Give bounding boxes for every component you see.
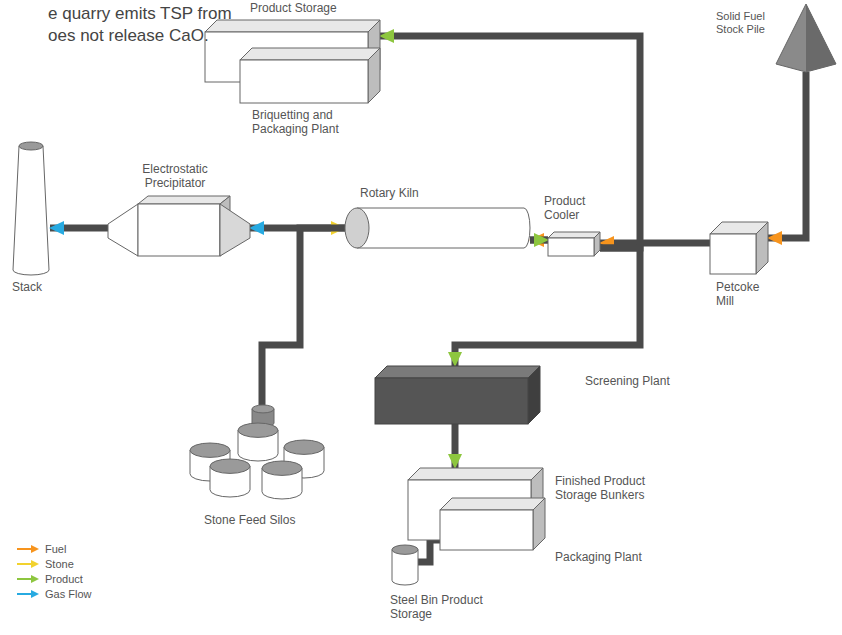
node-label: Product Cooler [544, 194, 604, 222]
legend-swatch [16, 574, 40, 584]
node-label: Rotary Kiln [360, 186, 460, 200]
node-label: Stone Feed Silos [204, 513, 334, 527]
steel-bin-shape [392, 545, 418, 585]
legend-text: Fuel [45, 543, 66, 555]
node-label: Electrostatic Precipitator [130, 162, 220, 190]
rotary-kiln-shape [345, 208, 530, 248]
pipe-connector [455, 248, 640, 366]
silo-group-shape [190, 405, 335, 500]
pipe-connector [262, 228, 345, 405]
pipe-connector [768, 72, 806, 238]
pipe-connector [250, 225, 345, 232]
node-label: Product Storage [250, 1, 370, 15]
stack-chimney: Stack [12, 140, 50, 275]
pipe-connector [530, 237, 548, 244]
legend-row: Product [16, 571, 91, 586]
pipe-connector [50, 225, 108, 232]
legend-swatch [16, 544, 40, 554]
legend-row: Fuel [16, 541, 91, 556]
screening-plant: Screening Plant [375, 366, 540, 424]
stock-pile-shape [776, 4, 836, 72]
legend-row: Gas Flow [16, 586, 91, 601]
note-text: e quarry emits TSP from [48, 4, 232, 24]
packaging-plant: Packaging Plant [440, 498, 545, 550]
legend: FuelStoneProductGas Flow [16, 541, 91, 601]
legend-text: Gas Flow [45, 588, 91, 600]
petcoke-mill-shape [710, 222, 768, 274]
silo-group: Stone Feed Silos [190, 405, 335, 500]
node-label: Stack [12, 280, 62, 294]
screening-plant-shape [375, 366, 540, 424]
node-label: Petcoke Mill [716, 280, 771, 308]
stack-chimney-shape [12, 140, 50, 275]
product-cooler: Product Cooler [548, 232, 600, 256]
note-text: oes not release CaO. [48, 26, 209, 46]
pipe-connector [452, 424, 459, 468]
legend-swatch [16, 589, 40, 599]
legend-swatch [16, 559, 40, 569]
rotary-kiln: Rotary Kiln [345, 208, 530, 248]
petcoke-mill: Petcoke Mill [710, 222, 768, 274]
node-label: Packaging Plant [555, 550, 665, 564]
pipe-connector [418, 540, 440, 562]
node-label: Steel Bin Product Storage [390, 593, 485, 621]
product-cooler-shape [548, 232, 600, 256]
node-label: Briquetting and Packaging Plant [252, 108, 352, 136]
node-label: Solid Fuel Stock Pile [716, 10, 774, 36]
stock-pile: Solid Fuel Stock Pile [776, 4, 836, 72]
legend-text: Product [45, 573, 83, 585]
node-label: Finished Product Storage Bunkers [555, 474, 670, 502]
node-label: Screening Plant [585, 374, 705, 388]
legend-row: Stone [16, 556, 91, 571]
precipitator-shape [108, 196, 250, 258]
precipitator: Electrostatic Precipitator [108, 196, 250, 258]
plant-building: Briquetting and Packaging Plant [240, 48, 380, 103]
steel-bin: Steel Bin Product Storage [392, 545, 418, 585]
legend-text: Stone [45, 558, 74, 570]
pipe-connector [530, 237, 548, 244]
plant-building-shape [240, 48, 380, 103]
packaging-plant-shape [440, 498, 545, 550]
